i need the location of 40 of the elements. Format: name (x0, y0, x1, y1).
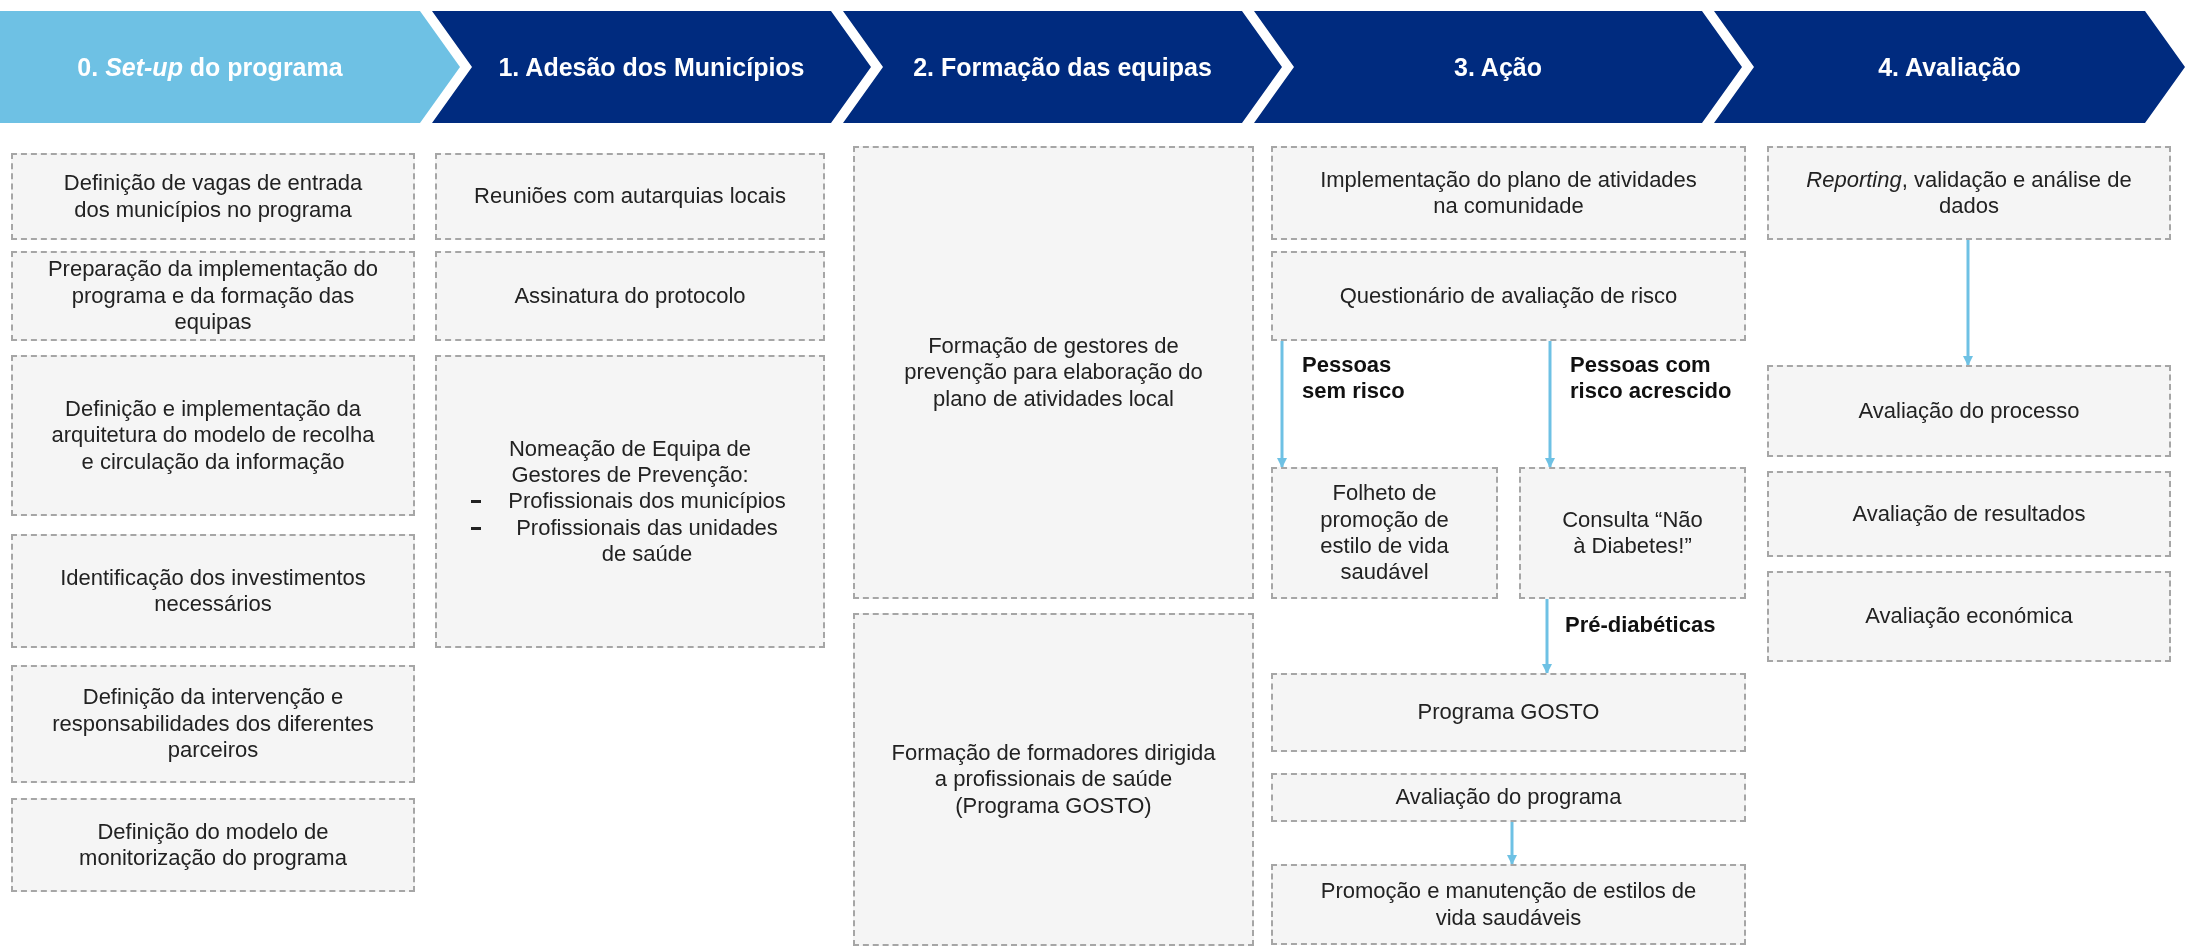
list-item: Profissionais dos municípios (471, 488, 789, 515)
step-box: Formação de gestores de prevenção para elaboração do plano de atividades local (853, 146, 1254, 599)
phase-title: 0. Set-up do programa (77, 52, 343, 82)
step-box: Avaliação de resultados (1767, 471, 2171, 557)
chevron-step (432, 11, 871, 123)
step-box: Identificação dos investimentos necessários (11, 534, 415, 648)
phase-title: 2. Formação das equipas (913, 52, 1212, 82)
step-box: Formação de formadores dirigida a profissionais de saúde (Programa GOSTO) (853, 613, 1254, 946)
step-box: Definição do modelo de monitorização do programa (11, 798, 415, 892)
arrow (1963, 240, 1973, 366)
list-box (435, 355, 825, 648)
chevron-step (843, 11, 1282, 123)
list-item: Profissionais das unidades de saúde (471, 514, 789, 568)
chevron-step (1254, 11, 1742, 123)
step-box: Definição de vagas de entrada dos municípios no programa (11, 153, 415, 240)
step-box: Promoção e manutenção de estilos de vida saudáveis (1271, 864, 1746, 945)
chevron-step (1714, 11, 2185, 123)
step-box: Questionário de avaliação de risco (1271, 251, 1746, 341)
arrow (1542, 599, 1552, 674)
step-box: Reuniões com autarquias locais (435, 153, 825, 240)
phase-title: 4. Avaliação (1878, 52, 2021, 82)
arrow (1545, 341, 1555, 468)
chevron-step (0, 11, 460, 123)
step-box: Definição e implementação da arquitetura do modelo de recolha e circulação da informação (11, 355, 415, 516)
box-heading: Nomeação de Equipa de Gestores de Prevenção: (507, 435, 753, 489)
step-box: Programa GOSTO (1271, 673, 1746, 752)
step-box: Consulta “Não à Diabetes!” (1519, 467, 1746, 599)
phase-title: 3. Ação (1454, 52, 1542, 82)
step-box: Reporting, validação e análise de dados (1767, 146, 2171, 240)
phase-title: 1. Adesão dos Municípios (498, 52, 805, 82)
arrow (1507, 822, 1517, 865)
step-box: Avaliação económica (1767, 571, 2171, 662)
step-box: Implementação do plano de atividades na comunidade (1271, 146, 1746, 240)
step-box: Avaliação do programa (1271, 773, 1746, 822)
step-box: Avaliação do processo (1767, 365, 2171, 457)
step-box: Folheto de promoção de estilo de vida saudável (1271, 467, 1498, 599)
step-box: Preparação da implementação do programa e da formação das equipas (11, 251, 415, 341)
step-box: Assinatura do protocolo (435, 251, 825, 341)
arrow (1277, 341, 1287, 468)
step-box: Definição da intervenção e responsabilidades dos diferentes parceiros (11, 665, 415, 783)
